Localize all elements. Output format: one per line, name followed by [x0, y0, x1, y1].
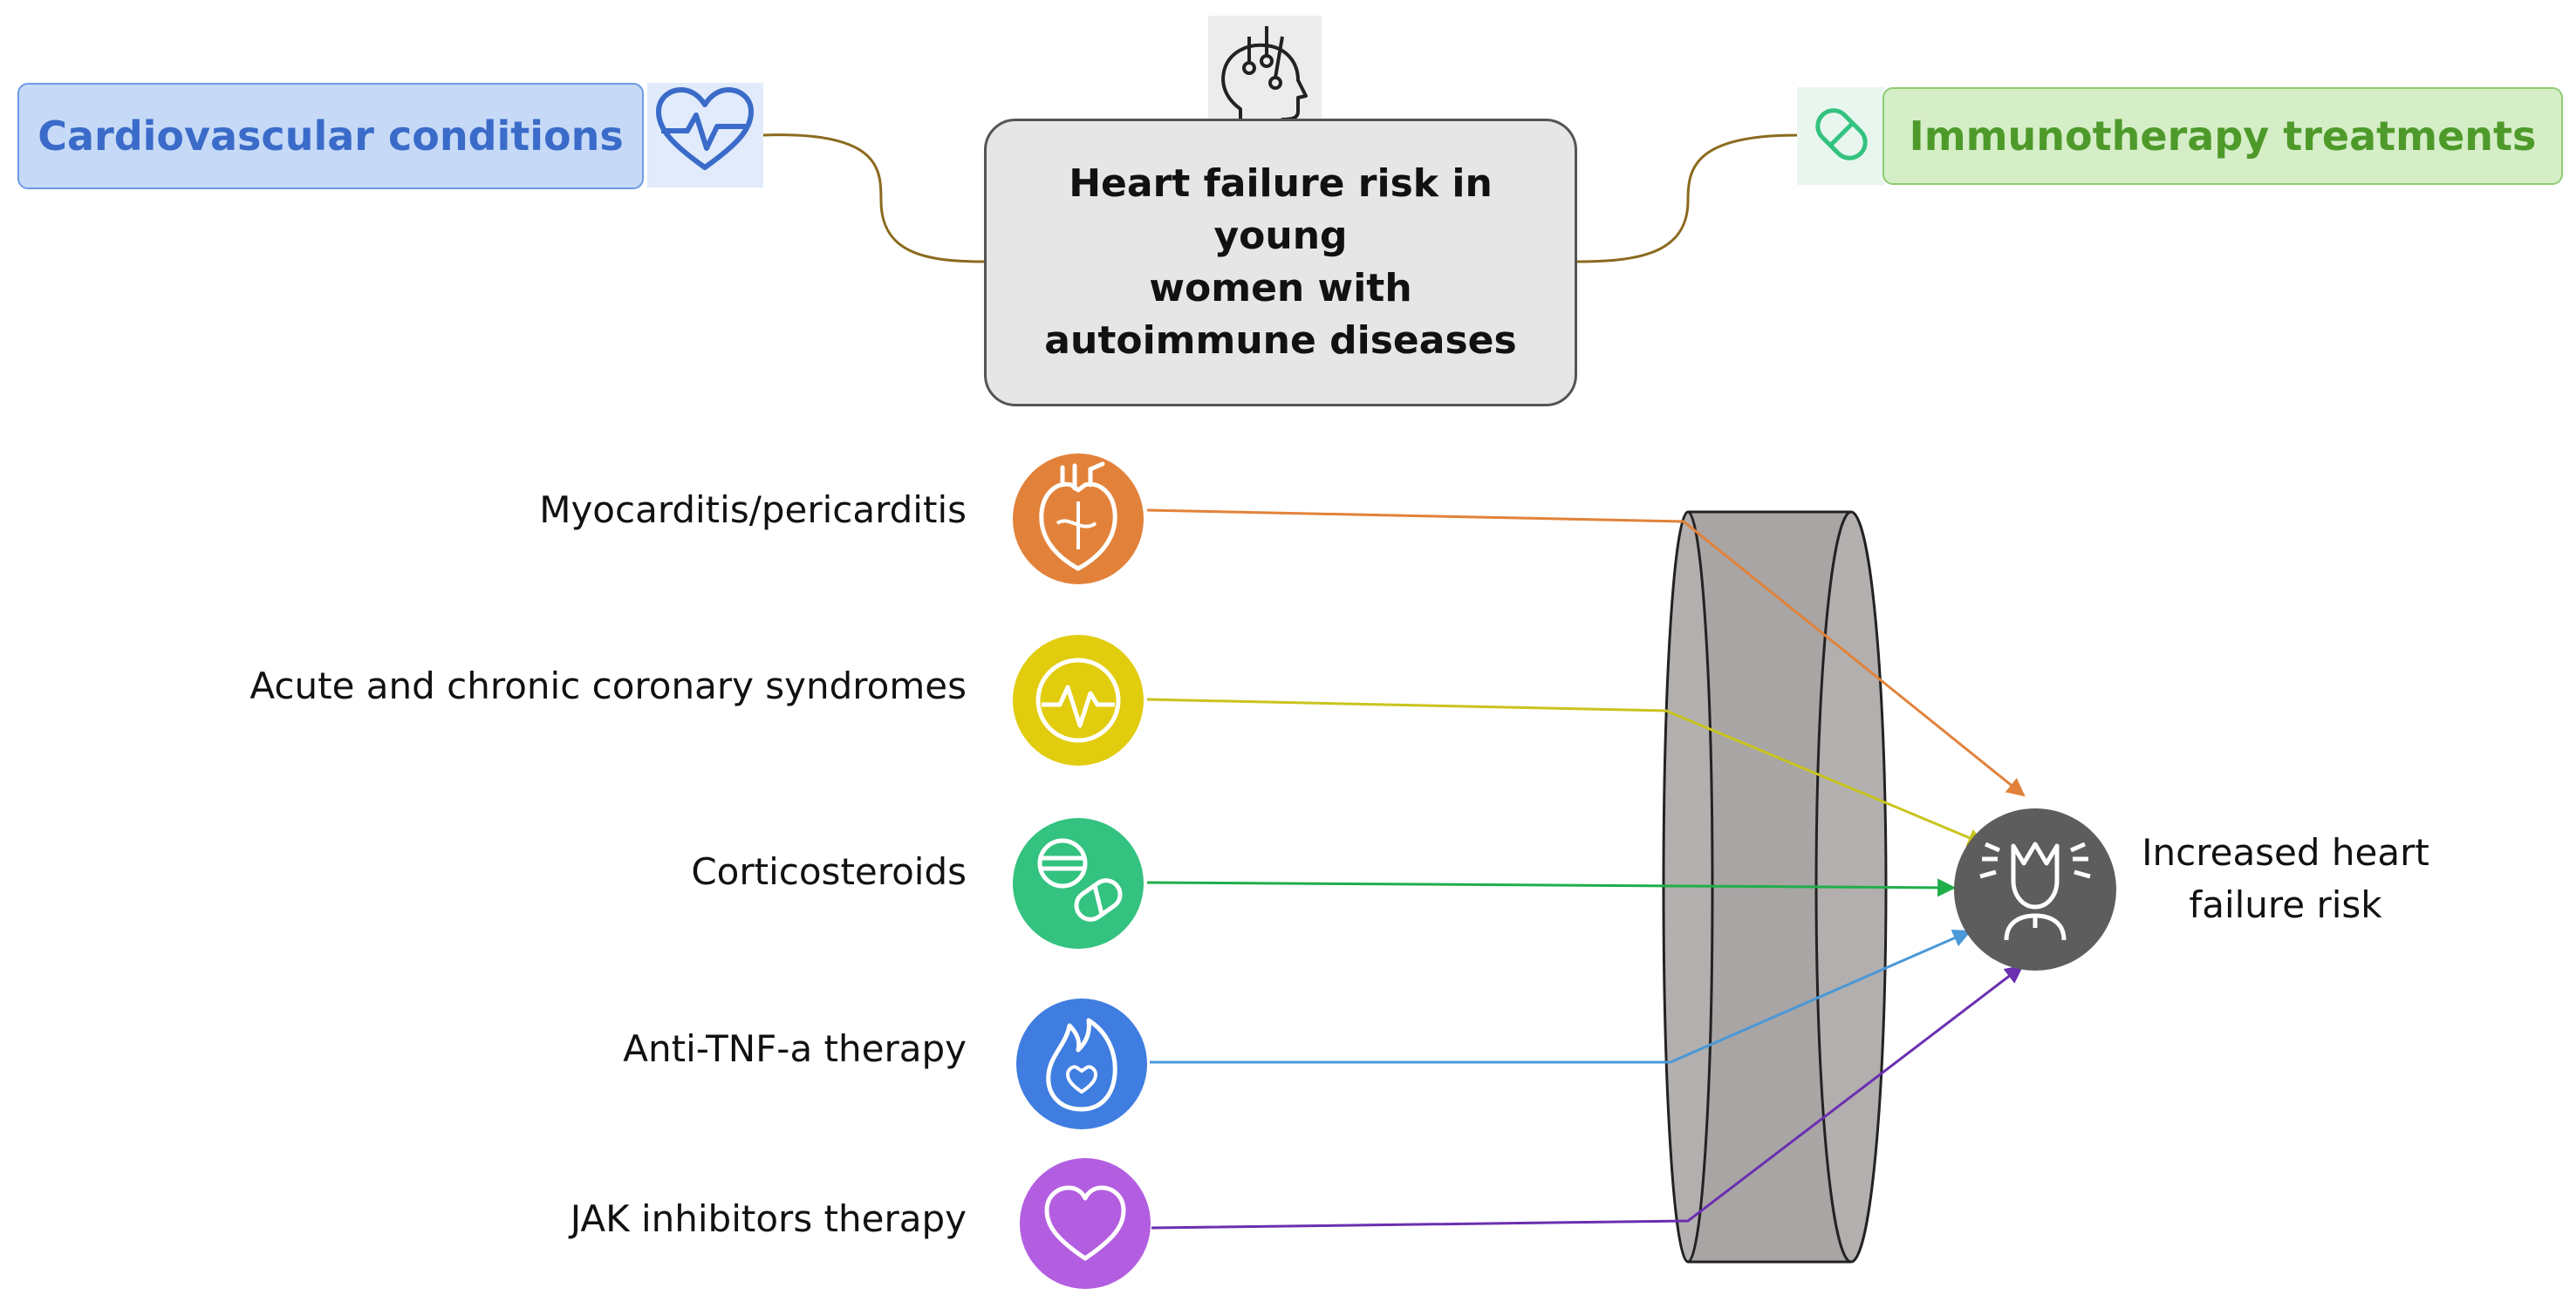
item-label-anti-tnf: Anti-TNF-a therapy	[623, 1027, 967, 1070]
immunotherapy-treatments-box: Immunotherapy treatments	[1882, 87, 2563, 185]
pills-icon	[1013, 818, 1144, 949]
central-topic-title: Heart failure risk in young women with a…	[1044, 161, 1517, 363]
central-topic-box: Heart failure risk in young women with a…	[984, 119, 1577, 406]
item-label-jak: JAK inhibitors therapy	[570, 1197, 967, 1240]
arrow-myocarditis	[1146, 508, 2026, 797]
result-label: Increased heart failure risk	[2142, 831, 2429, 926]
item-label-coronary: Acute and chronic coronary syndromes	[249, 665, 967, 707]
heartbeat-icon	[1013, 635, 1144, 766]
cardiovascular-conditions-box: Cardiovascular conditions	[17, 83, 644, 189]
arrow-jak	[1151, 965, 2024, 1230]
arrow-corticosteroids	[1146, 878, 1957, 897]
heart-monitor-icon	[647, 83, 763, 187]
stressed-person-icon	[1954, 808, 2116, 971]
connector-left	[762, 133, 985, 263]
heart-outline-icon	[1020, 1158, 1151, 1289]
arrow-coronary	[1146, 698, 1986, 847]
capsule-icon	[1797, 87, 1884, 185]
item-label-corticosteroids: Corticosteroids	[691, 850, 967, 893]
cardiovascular-conditions-label: Cardiovascular conditions	[38, 112, 624, 160]
connector-right	[1576, 133, 1798, 263]
heart-anatomy-icon	[1013, 453, 1144, 584]
arrow-anti-tnf	[1150, 929, 1971, 1064]
flame-heart-icon	[1016, 999, 1147, 1129]
item-label-myocarditis: Myocarditis/pericarditis	[539, 488, 967, 531]
immunotherapy-treatments-label: Immunotherapy treatments	[1909, 112, 2537, 160]
